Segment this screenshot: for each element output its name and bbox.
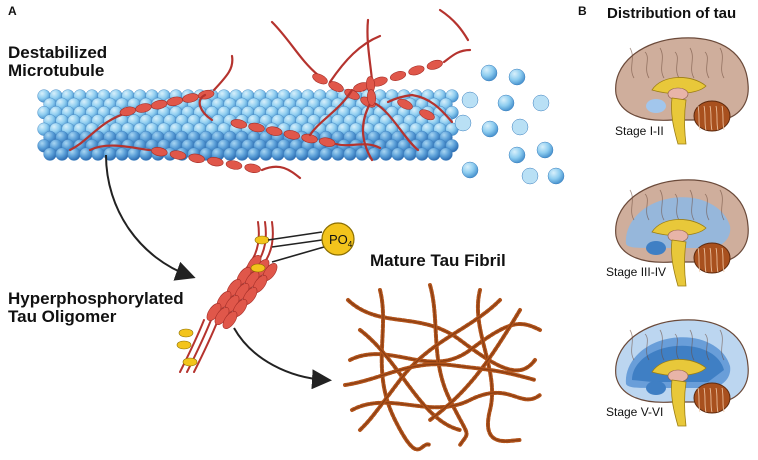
oligomer-label: Hyperphosphorylated Tau Oligomer — [8, 290, 184, 326]
microtubule-label-line2: Microtubule — [8, 60, 105, 80]
phosphate-group: PO4 — [267, 222, 355, 263]
phosphate-circle — [321, 222, 355, 256]
brain-stage-3 — [615, 319, 749, 427]
free-tubulin-dimers — [454, 64, 565, 185]
panel-b-letter: B — [578, 4, 587, 18]
panel-a-letter: A — [8, 4, 17, 18]
svg-text:PO4: PO4 — [329, 232, 353, 249]
brain-stage-2 — [615, 179, 749, 287]
panel-b-title: Distribution of tau — [607, 5, 737, 22]
stage-label-3: Stage V-VI — [606, 405, 664, 419]
brain-stage-1 — [615, 37, 749, 145]
oligomer-label-line2: Tau Oligomer — [8, 306, 117, 326]
fibril-label: Mature Tau Fibril — [370, 251, 506, 270]
microtubule — [37, 89, 459, 161]
stage-label-1: Stage I-II — [615, 124, 664, 138]
stage-label-2: Stage III-IV — [606, 265, 667, 279]
arrow-to-oligomer — [105, 154, 196, 281]
oligomer-label-line1: Hyperphosphorylated — [8, 289, 184, 308]
phosphate-subscript: 4 — [348, 240, 353, 249]
tau-on-microtubule — [68, 8, 472, 180]
microtubule-label-line1: Destabilized — [8, 43, 108, 62]
phosphate-text: PO — [329, 232, 348, 247]
arrow-to-fibril — [233, 327, 332, 390]
microtubule-label: Destabilized Microtubule — [8, 44, 107, 80]
tau-oligomer — [176, 221, 278, 373]
tau-fibril — [343, 283, 542, 452]
